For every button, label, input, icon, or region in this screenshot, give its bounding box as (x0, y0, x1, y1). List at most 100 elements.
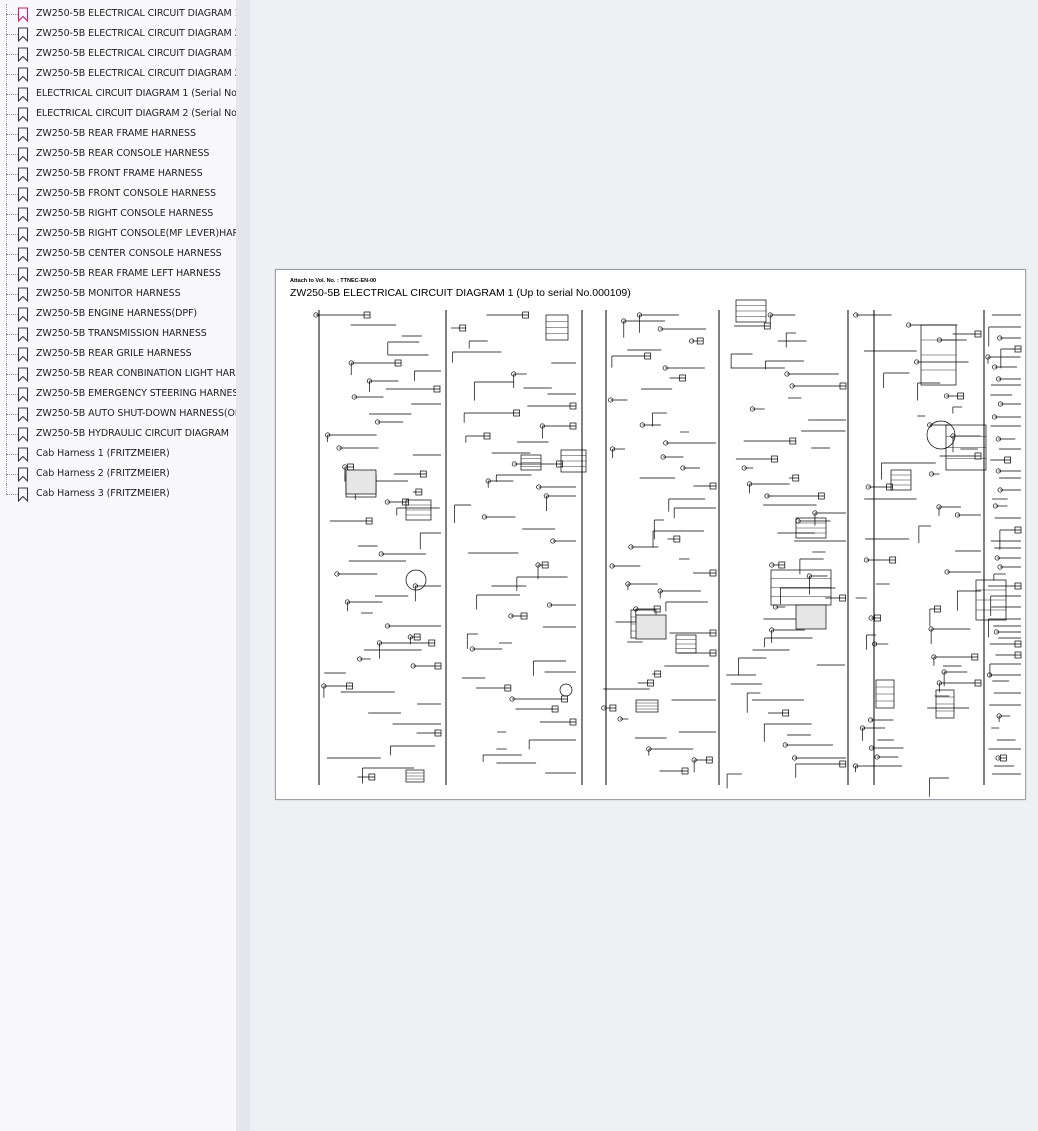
bookmark-item[interactable]: ZW250-5B REAR CONBINATION LIGHT HARNESS (0, 364, 236, 384)
bookmark-icon (17, 107, 29, 122)
bookmark-icon (17, 487, 29, 502)
tree-connector (6, 314, 18, 315)
bookmark-icon (17, 127, 29, 142)
bookmark-icon (17, 387, 29, 402)
bookmark-icon (17, 227, 29, 242)
tree-connector (6, 354, 18, 355)
bookmark-icon (17, 267, 29, 282)
bookmark-icon (17, 427, 29, 442)
tree-connector (6, 34, 18, 35)
bookmark-label: ZW250-5B ELECTRICAL CIRCUIT DIAGRAM 2 (S… (36, 68, 236, 79)
bookmark-item[interactable]: ZW250-5B REAR CONSOLE HARNESS (0, 144, 236, 164)
bookmark-icon (17, 407, 29, 422)
circuit-schematic (313, 299, 1022, 797)
bookmark-item[interactable]: ZW250-5B MONITOR HARNESS (0, 284, 236, 304)
bookmark-item[interactable]: ZW250-5B TRANSMISSION HARNESS (0, 324, 236, 344)
tree-connector (6, 274, 18, 275)
bookmark-icon (17, 467, 29, 482)
bookmark-icon (17, 307, 29, 322)
bookmark-label: ZW250-5B RIGHT CONSOLE(MF LEVER)HARNESS (36, 228, 236, 239)
bookmark-icon (17, 347, 29, 362)
bookmark-label: ZW250-5B ENGINE HARNESS(DPF) (36, 308, 197, 319)
bookmark-label: ZW250-5B ELECTRICAL CIRCUIT DIAGRAM 1 (S… (36, 48, 236, 59)
bookmarks-panel: ZW250-5B ELECTRICAL CIRCUIT DIAGRAM 1 (U… (0, 0, 236, 1131)
tree-connector (6, 14, 18, 15)
bookmark-icon (17, 7, 29, 22)
tree-connector (6, 394, 18, 395)
bookmark-icon (17, 327, 29, 342)
bookmark-label: Cab Harness 1 (FRITZMEIER) (36, 448, 170, 459)
bookmark-item[interactable]: Cab Harness 1 (FRITZMEIER) (0, 444, 236, 464)
bookmark-icon (17, 27, 29, 42)
tree-connector (6, 374, 18, 375)
tree-connector (6, 134, 18, 135)
bookmark-icon (17, 367, 29, 382)
bookmark-item[interactable]: ZW250-5B ELECTRICAL CIRCUIT DIAGRAM 1 (S… (0, 44, 236, 64)
bookmark-label: ZW250-5B EMERGENCY STEERING HARNESS(OPTI (36, 388, 236, 399)
tree-connector (6, 54, 18, 55)
bookmark-item[interactable]: ZW250-5B AUTO SHUT-DOWN HARNESS(OPTION (0, 404, 236, 424)
tree-connector (6, 434, 18, 435)
bookmark-label: ZW250-5B HYDRAULIC CIRCUIT DIAGRAM (36, 428, 229, 439)
tree-connector (6, 194, 18, 195)
bookmark-icon (17, 187, 29, 202)
bookmark-label: ELECTRICAL CIRCUIT DIAGRAM 1 (Serial No.… (36, 88, 236, 99)
bookmark-item[interactable]: ZW250-5B RIGHT CONSOLE HARNESS (0, 204, 236, 224)
bookmark-item[interactable]: ZW250-5B REAR FRAME HARNESS (0, 124, 236, 144)
attach-note: Attach to Vol. No. : TTNEC-EN-00 (290, 278, 377, 284)
bookmark-label: ZW250-5B TRANSMISSION HARNESS (36, 328, 207, 339)
bookmark-icon (17, 87, 29, 102)
bookmark-icon (17, 447, 29, 462)
bookmark-list: ZW250-5B ELECTRICAL CIRCUIT DIAGRAM 1 (U… (0, 0, 236, 504)
bookmark-item[interactable]: ZW250-5B REAR FRAME LEFT HARNESS (0, 264, 236, 284)
bookmark-label: ELECTRICAL CIRCUIT DIAGRAM 2 (Serial No.… (36, 108, 236, 119)
bookmark-item[interactable]: ZW250-5B ELECTRICAL CIRCUIT DIAGRAM 2 (U… (0, 24, 236, 44)
tree-connector (6, 154, 18, 155)
bookmark-icon (17, 147, 29, 162)
diagram-title: ZW250-5B ELECTRICAL CIRCUIT DIAGRAM 1 (U… (290, 287, 631, 299)
bookmark-item[interactable]: ZW250-5B FRONT CONSOLE HARNESS (0, 184, 236, 204)
bookmark-item[interactable]: ELECTRICAL CIRCUIT DIAGRAM 1 (Serial No.… (0, 84, 236, 104)
bookmark-label: ZW250-5B REAR CONSOLE HARNESS (36, 148, 210, 159)
bookmark-item[interactable]: ELECTRICAL CIRCUIT DIAGRAM 2 (Serial No.… (0, 104, 236, 124)
bookmark-item[interactable]: ZW250-5B FRONT FRAME HARNESS (0, 164, 236, 184)
bookmark-icon (17, 47, 29, 62)
bookmark-label: ZW250-5B REAR FRAME LEFT HARNESS (36, 268, 221, 279)
bookmark-label: Cab Harness 2 (FRITZMEIER) (36, 468, 170, 479)
bookmark-item[interactable]: ZW250-5B REAR GRILE HARNESS (0, 344, 236, 364)
panel-splitter[interactable] (236, 0, 481, 1131)
bookmark-item[interactable]: ZW250-5B ELECTRICAL CIRCUIT DIAGRAM 1 (U… (0, 4, 236, 24)
bookmark-item[interactable]: ZW250-5B ENGINE HARNESS(DPF) (0, 304, 236, 324)
document-page: Attach to Vol. No. : TTNEC-EN-00 ZW250-5… (275, 269, 1026, 800)
bookmark-item[interactable]: ZW250-5B EMERGENCY STEERING HARNESS(OPTI (0, 384, 236, 404)
tree-connector (6, 234, 18, 235)
tree-connector (6, 214, 18, 215)
bookmark-label: ZW250-5B RIGHT CONSOLE HARNESS (36, 208, 214, 219)
bookmark-item[interactable]: ZW250-5B CENTER CONSOLE HARNESS (0, 244, 236, 264)
tree-connector (6, 454, 18, 455)
bookmark-icon (17, 287, 29, 302)
bookmark-icon (17, 67, 29, 82)
bookmark-label: ZW250-5B REAR FRAME HARNESS (36, 128, 196, 139)
tree-connector (6, 94, 18, 95)
bookmark-item[interactable]: Cab Harness 3 (FRITZMEIER) (0, 484, 236, 504)
bookmark-item[interactable]: ZW250-5B HYDRAULIC CIRCUIT DIAGRAM (0, 424, 236, 444)
tree-connector (6, 174, 18, 175)
tree-connector (6, 414, 18, 415)
bookmark-icon (17, 247, 29, 262)
bookmark-label: ZW250-5B MONITOR HARNESS (36, 288, 181, 299)
bookmark-item[interactable]: Cab Harness 2 (FRITZMEIER) (0, 464, 236, 484)
bookmark-label: ZW250-5B AUTO SHUT-DOWN HARNESS(OPTION (36, 408, 236, 419)
bookmark-item[interactable]: ZW250-5B RIGHT CONSOLE(MF LEVER)HARNESS (0, 224, 236, 244)
bookmark-label: ZW250-5B FRONT CONSOLE HARNESS (36, 188, 216, 199)
tree-connector (6, 294, 18, 295)
tree-connector (6, 494, 18, 495)
bookmark-label: Cab Harness 3 (FRITZMEIER) (36, 488, 170, 499)
bookmark-label: ZW250-5B REAR GRILE HARNESS (36, 348, 192, 359)
bookmark-icon (17, 167, 29, 182)
tree-connector (6, 334, 18, 335)
bookmark-item[interactable]: ZW250-5B ELECTRICAL CIRCUIT DIAGRAM 2 (S… (0, 64, 236, 84)
bookmark-icon (17, 207, 29, 222)
bookmark-label: ZW250-5B CENTER CONSOLE HARNESS (36, 248, 222, 259)
bookmark-label: ZW250-5B ELECTRICAL CIRCUIT DIAGRAM 1 (U… (36, 8, 236, 19)
